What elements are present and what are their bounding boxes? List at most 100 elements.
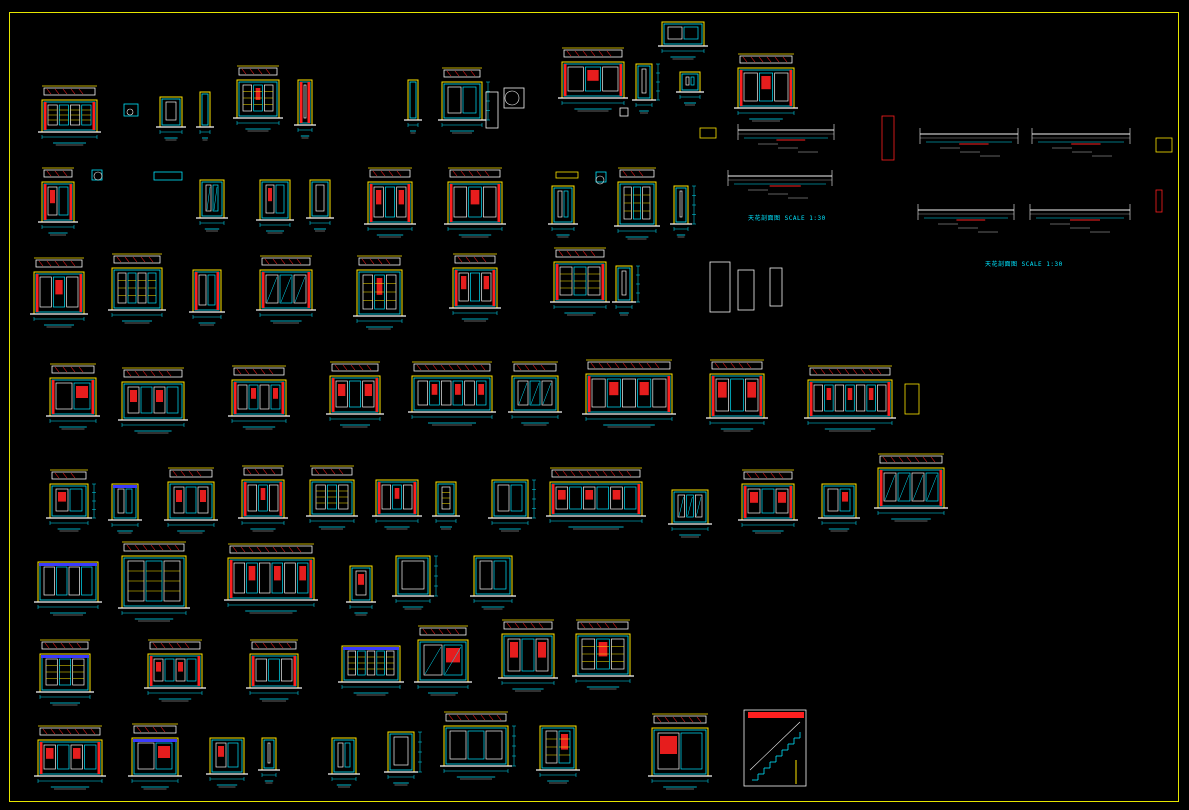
elevation-drawing: [404, 79, 422, 134]
elevation-drawing: [156, 96, 186, 141]
elevation-drawing: [582, 359, 676, 428]
detail-mark: [619, 107, 629, 117]
elevation-drawing: [46, 363, 100, 430]
elevation-drawing: [196, 91, 214, 141]
elevation-drawing: [233, 65, 283, 132]
elevation-drawing: [238, 465, 288, 532]
drawing-frame: [9, 12, 1179, 802]
elevation-drawing: [536, 725, 580, 784]
elevation-drawing: [128, 723, 182, 790]
elevation-drawing: [438, 67, 490, 134]
elevation-drawing: [306, 465, 358, 530]
elevation-drawing: [804, 365, 896, 432]
elevation-drawing: [546, 467, 646, 530]
elevation-drawing: [38, 167, 78, 236]
elevation-drawing: [328, 737, 360, 788]
elevation-drawing: [508, 361, 562, 426]
elevation-drawing: [676, 71, 704, 106]
elevation-drawing: [632, 63, 660, 114]
elevation-drawing: [38, 85, 101, 146]
elevation-drawing: [34, 561, 102, 616]
callout-circle: [93, 171, 103, 181]
elevation-drawing: [144, 639, 206, 702]
elevation-drawing: [206, 737, 248, 788]
elevation-drawing: [449, 253, 501, 322]
elevation-drawing: [36, 639, 94, 706]
detail-mark: [769, 267, 783, 307]
elevation-drawing: [306, 179, 334, 232]
elevation-drawing: [614, 167, 660, 240]
elevation-drawing: [294, 79, 316, 139]
detail-mark: [1155, 189, 1163, 213]
detail-mark: [737, 269, 755, 311]
elevation-drawing: [189, 269, 225, 326]
ceiling-section: [919, 128, 1019, 157]
elevation-drawing: [734, 53, 798, 122]
elevation-drawing: [346, 565, 376, 616]
elevation-drawing: [874, 453, 948, 522]
elevation-drawing: [46, 469, 96, 532]
elevation-drawing: [488, 479, 536, 532]
detail-mark: [91, 169, 103, 181]
elevation-drawing: [658, 21, 708, 60]
elevation-drawing: [668, 489, 712, 538]
elevation-drawing: [612, 265, 640, 316]
section-title-1: 天花剖面图 SCALE 1:30: [748, 215, 826, 222]
section-title-2: 天花剖面图 SCALE 1:30: [985, 261, 1063, 268]
elevation-drawing: [440, 711, 516, 780]
elevation-drawing: [108, 253, 166, 324]
detail-mark: [595, 171, 607, 183]
elevation-drawing: [706, 359, 768, 432]
elevation-drawing: [392, 555, 438, 610]
detail-mark: [485, 91, 499, 129]
detail-mark: [123, 103, 139, 117]
elevation-drawing: [118, 541, 190, 622]
elevation-drawing: [444, 167, 506, 238]
elevation-drawing: [738, 469, 798, 534]
elevation-drawing: [256, 255, 316, 324]
elevation-drawing: [34, 725, 106, 790]
detail-mark: [555, 171, 579, 179]
elevation-drawing: [338, 645, 404, 696]
ceiling-section: [917, 204, 1015, 233]
detail-mark: [881, 115, 895, 161]
elevation-drawing: [550, 247, 610, 316]
callout-circle: [504, 90, 520, 106]
callout-circle: [595, 175, 605, 185]
elevation-drawing: [498, 619, 558, 692]
elevation-drawing: [414, 625, 472, 696]
ceiling-section: [727, 170, 833, 199]
ceiling-section: [737, 124, 835, 153]
elevation-drawing: [372, 479, 422, 530]
detail-mark: [709, 261, 731, 313]
elevation-drawing: [648, 713, 712, 790]
elevation-drawing: [258, 737, 280, 784]
elevation-drawing: [164, 467, 218, 534]
detail-mark: [1155, 137, 1173, 153]
elevation-drawing: [353, 255, 406, 330]
elevation-drawing: [118, 367, 188, 434]
elevation-drawing: [228, 365, 290, 430]
elevation-drawing: [432, 481, 460, 530]
elevation-drawing: [384, 731, 422, 786]
callout-circle: [126, 108, 134, 116]
detail-mark: [699, 127, 717, 139]
ceiling-section: [1029, 204, 1131, 233]
detail-mark: [153, 171, 183, 181]
elevation-drawing: [30, 257, 88, 328]
elevation-drawing: [246, 639, 302, 702]
elevation-drawing: [470, 555, 516, 610]
elevation-drawing: [196, 179, 228, 232]
elevation-drawing: [670, 185, 696, 238]
elevation-drawing: [818, 483, 860, 532]
staircase-section: [743, 709, 807, 787]
ceiling-section: [1031, 128, 1131, 157]
elevation-drawing: [572, 619, 634, 690]
elevation-drawing: [224, 543, 318, 614]
detail-mark: [904, 383, 920, 415]
elevation-drawing: [256, 179, 294, 234]
elevation-drawing: [364, 167, 416, 238]
elevation-drawing: [558, 47, 628, 112]
detail-mark: [503, 87, 525, 109]
